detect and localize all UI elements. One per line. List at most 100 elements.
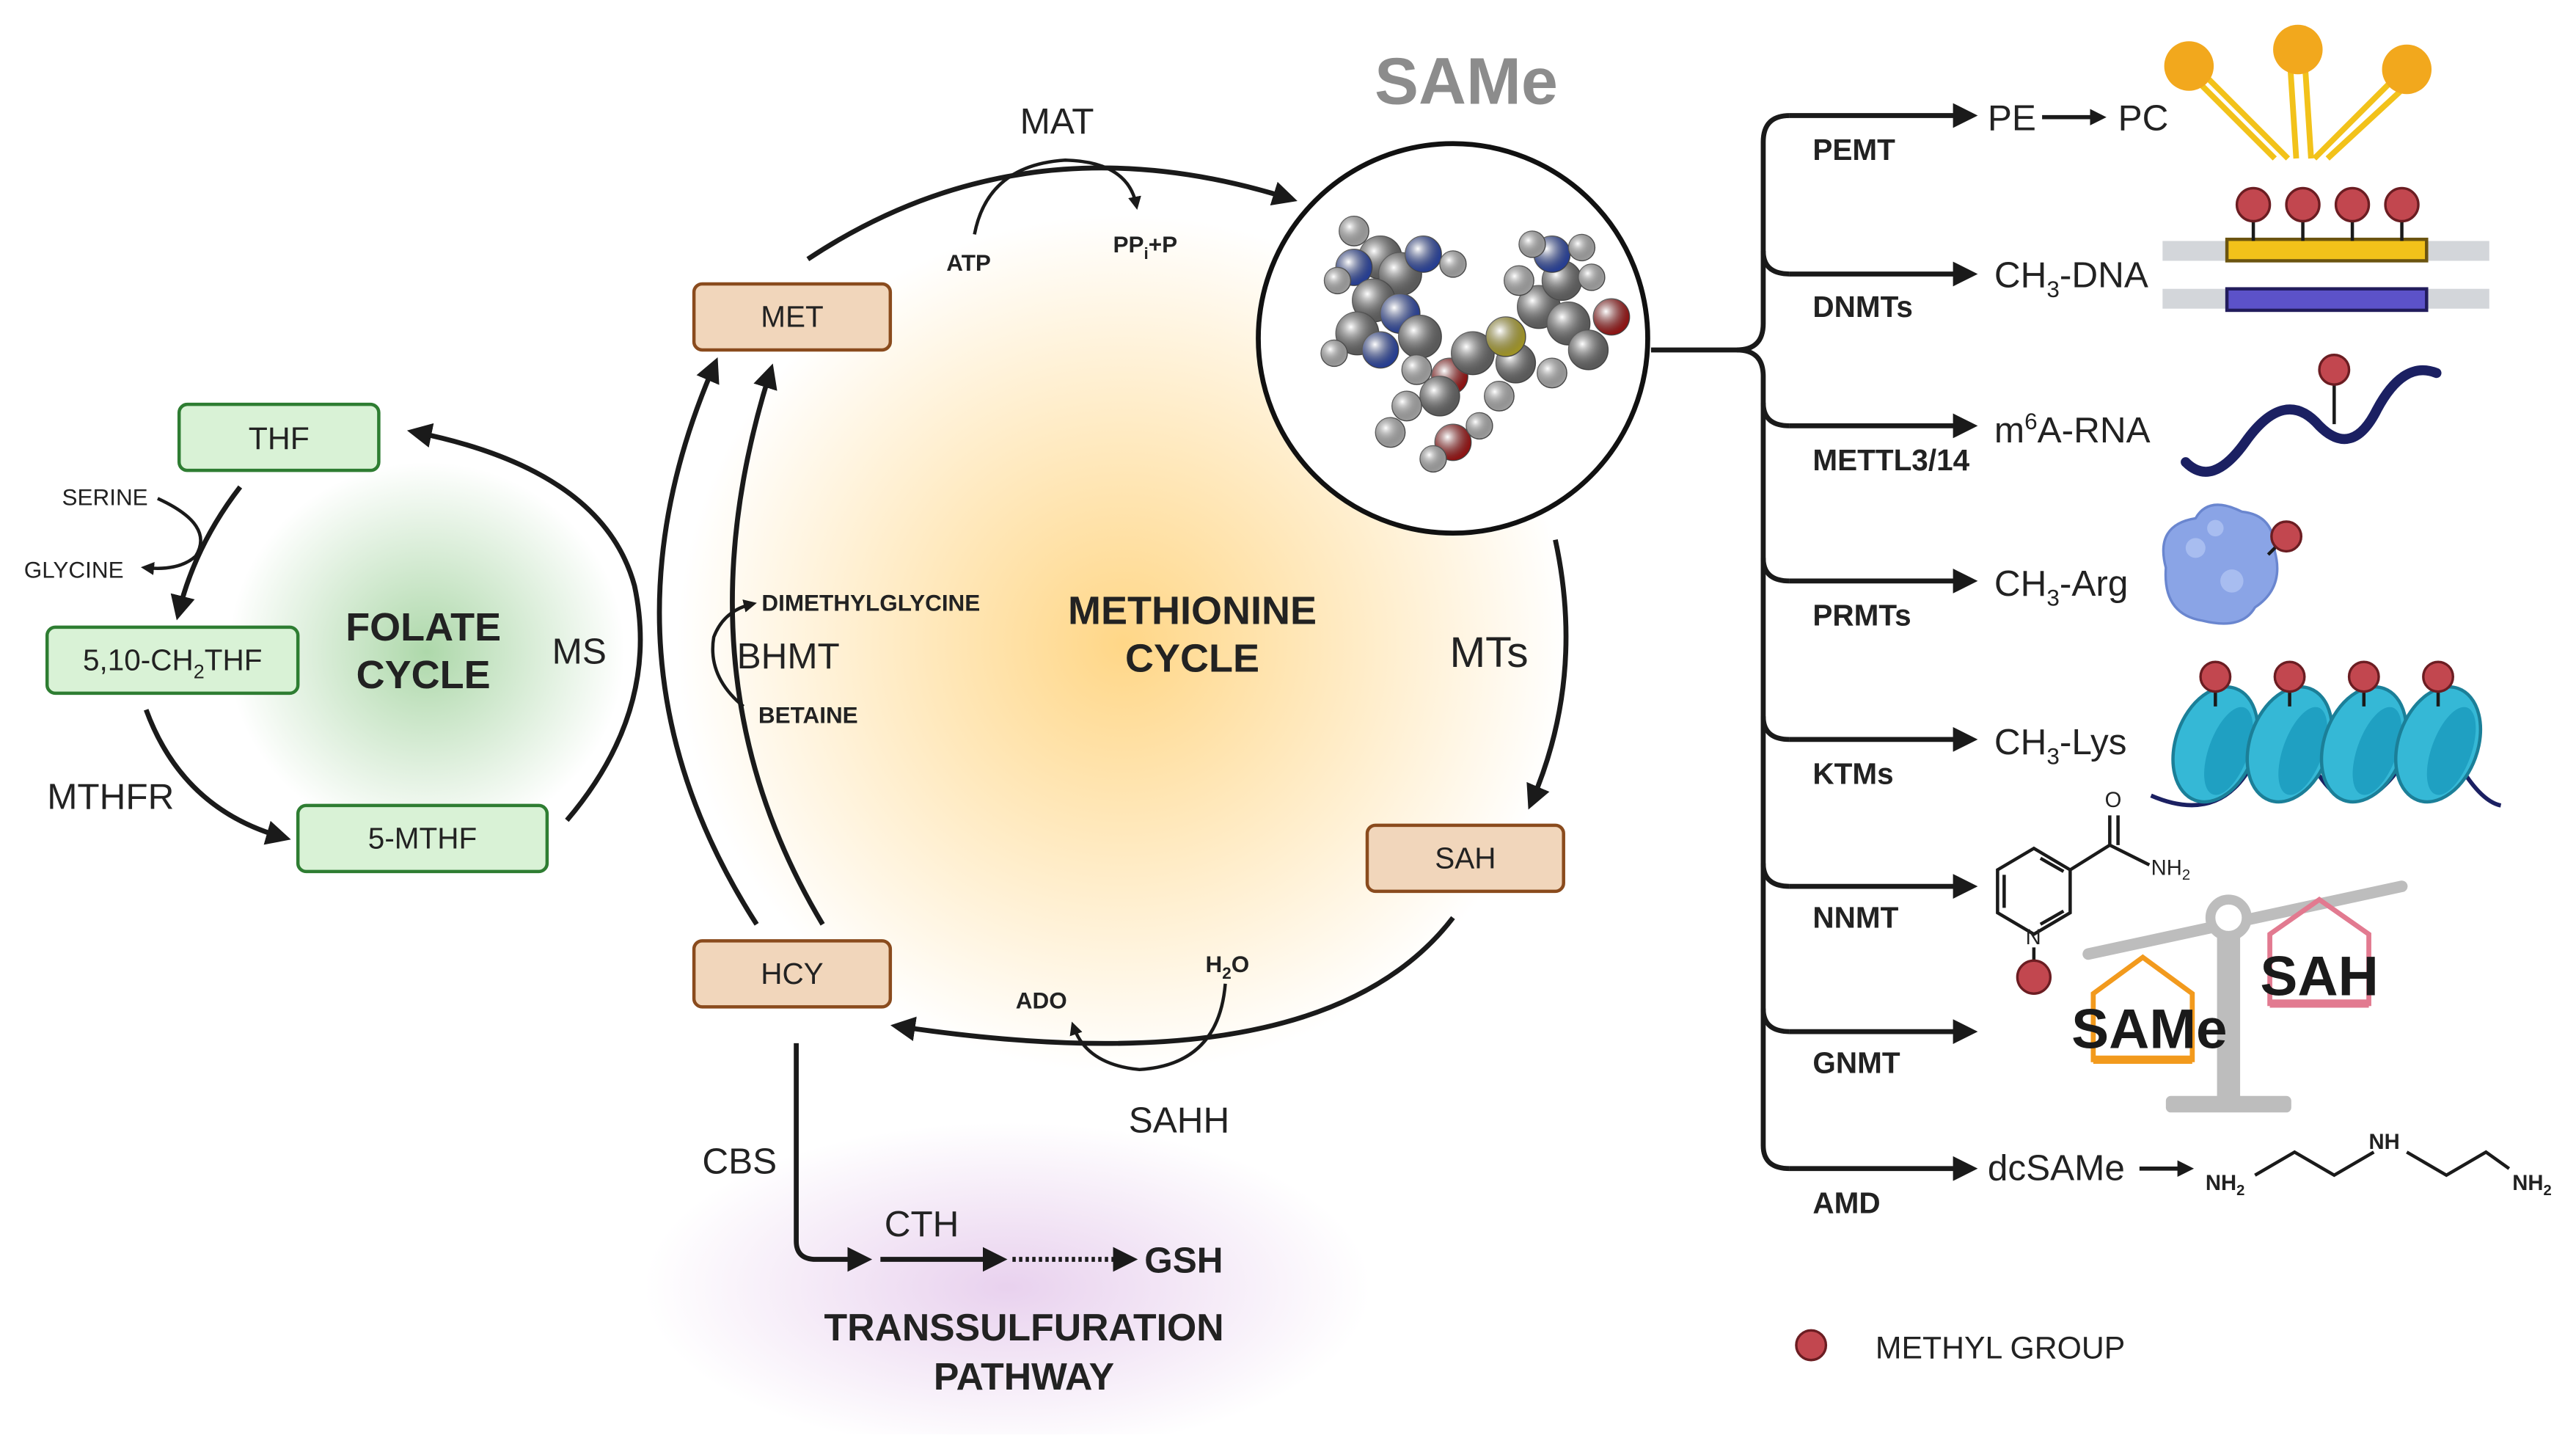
sah-box[interactable]: [1365, 823, 1565, 894]
branch-enzyme-dnmts: DNMTs: [1812, 290, 1912, 324]
arg-suffix: -Arg: [2060, 563, 2128, 604]
sahh-label: SAHH: [1129, 1100, 1229, 1140]
cbs-label: CBS: [702, 1142, 777, 1182]
atom: [1593, 299, 1630, 335]
branch-trunk-lower: [1736, 347, 1790, 1172]
folate-cycle: THF 5,10-CH2THF 5-MTHF SERINE GLYCINE MT…: [24, 402, 643, 874]
atom: [1419, 376, 1460, 416]
product-ch3-dna: CH3-DNA: [1994, 255, 2148, 302]
atp-label: ATP: [946, 249, 991, 276]
lys-sub: 3: [2046, 743, 2060, 770]
mat-arrow: [806, 165, 1298, 262]
product-pe: PE: [1988, 98, 2036, 139]
thf-to-ch2thf-arrow: [170, 485, 243, 621]
branch-enzyme-nnmt: NNMT: [1812, 900, 1898, 934]
branch-trunk-line: [1650, 113, 1790, 353]
product-dcsame: dcSAMe: [1988, 1148, 2125, 1189]
glycine-label: GLYCINE: [24, 556, 124, 583]
atom: [1391, 391, 1422, 421]
atom: [1320, 340, 1347, 367]
h2o-label: H2O: [1206, 951, 1250, 982]
sah-label: SAH: [1435, 841, 1496, 875]
sahh-arrow: [890, 916, 1455, 1046]
rna-m: m: [1994, 410, 2024, 450]
spermidine-illustration: NH2 NH NH2: [2206, 1131, 2552, 1199]
spermidine-nh-left: NH: [2206, 1172, 2236, 1195]
hcy-box[interactable]: [692, 939, 893, 1009]
rna-methyl-group: [2318, 354, 2351, 386]
mthf-box[interactable]: [296, 803, 549, 874]
lys-suffix: -Lys: [2060, 722, 2127, 762]
methionine-cycle-title-2: CYCLE: [1125, 637, 1259, 681]
product-ch3-lys: CH3-Lys: [1994, 722, 2127, 769]
atom: [1439, 250, 1466, 277]
rna-sup: 6: [2024, 408, 2038, 434]
methylation-branches: PEMT DNMTs METTL3/14 PRMTs KTMs NNMT GNM…: [1650, 98, 2195, 1220]
spermidine-nh2-right: NH2: [2512, 1172, 2551, 1199]
thf-label: THF: [249, 421, 310, 456]
mts-arrow: [1526, 539, 1569, 810]
protein-illustration: [2162, 503, 2303, 625]
atom: [1362, 332, 1399, 368]
spermidine-nh2-left: NH2: [2206, 1172, 2245, 1199]
ms-label: MS: [552, 631, 607, 671]
ppi-label: PPi+P: [1113, 231, 1178, 263]
atom: [1466, 412, 1493, 439]
h2o-to-ado-arrow: [1069, 983, 1227, 1072]
transsulfuration-title-2: PATHWAY: [934, 1355, 1114, 1398]
mts-label: MTs: [1449, 629, 1528, 676]
atom: [1484, 381, 1515, 412]
nnmt-methyl-group: [2016, 959, 2052, 996]
met-box[interactable]: [692, 282, 893, 352]
ch2thf-box[interactable]: [45, 625, 300, 696]
atom: [1504, 266, 1534, 296]
rna-illustration: [2181, 354, 2442, 477]
dna-suffix: -DNA: [2060, 255, 2148, 295]
mthfr-label: MTHFR: [47, 776, 174, 817]
atom: [1568, 234, 1595, 261]
folate-glow: [228, 461, 625, 842]
legend-methyl-label: METHYL GROUP: [1876, 1331, 2125, 1366]
branch-enzyme-amd: AMD: [1812, 1186, 1880, 1220]
spermidine-nh-left-sub: 2: [2236, 1183, 2244, 1199]
betaine-dmg-arrow: [711, 599, 757, 708]
dna-methyl-group: [2334, 186, 2371, 223]
serine-label: SERINE: [62, 483, 147, 510]
folate-cycle-title-1: FOLATE: [345, 605, 501, 649]
histone-methyl-group: [2422, 660, 2454, 693]
histone-methyl-group: [2199, 660, 2232, 693]
atom: [1398, 315, 1442, 359]
ppi-main: PP: [1113, 231, 1144, 258]
dna-sub: 3: [2046, 276, 2060, 302]
atp-to-ppi-arrow: [973, 158, 1141, 235]
ch2thf-to-mthf-arrow: [144, 709, 291, 845]
ch2thf-label: 5,10-CH2THF: [83, 643, 262, 682]
ms-arrow: [406, 423, 643, 822]
transsulfuration-title-1: TRANSSULFURATION: [824, 1306, 1223, 1348]
thf-box[interactable]: [177, 402, 381, 472]
dna-illustration: [2162, 186, 2489, 313]
branch-enzyme-prmts: PRMTs: [1812, 599, 1911, 632]
mthf-label: 5-MTHF: [368, 821, 477, 855]
atom: [1451, 332, 1495, 375]
ppi-end: +P: [1149, 231, 1177, 258]
lipid-head: [2382, 44, 2432, 95]
nicotinamide-nh-sub: 2: [2182, 867, 2190, 883]
product-pc: PC: [2118, 98, 2169, 139]
phospholipid-illustration: [2164, 24, 2432, 161]
lipid-head: [2164, 41, 2214, 91]
dna-methyl-group: [2384, 186, 2420, 223]
lys-ch: CH: [1994, 722, 2046, 762]
atom: [1537, 358, 1567, 388]
atom: [1485, 316, 1526, 357]
h2o-sub: 2: [1222, 964, 1232, 982]
hcy-label: HCY: [761, 957, 823, 990]
branch-enzyme-pemt: PEMT: [1812, 133, 1895, 167]
histone-methyl-group: [2273, 660, 2306, 693]
same-sah-balance: SAMe SAH: [2071, 880, 2408, 1113]
dna-methyl-group: [2235, 186, 2272, 223]
spermidine-nh-mid: NH: [2369, 1131, 2400, 1154]
balance-sah-label: SAH: [2260, 946, 2378, 1008]
cth-label: CTH: [885, 1204, 959, 1244]
ch2thf-main: 5,10-CH: [83, 643, 194, 676]
